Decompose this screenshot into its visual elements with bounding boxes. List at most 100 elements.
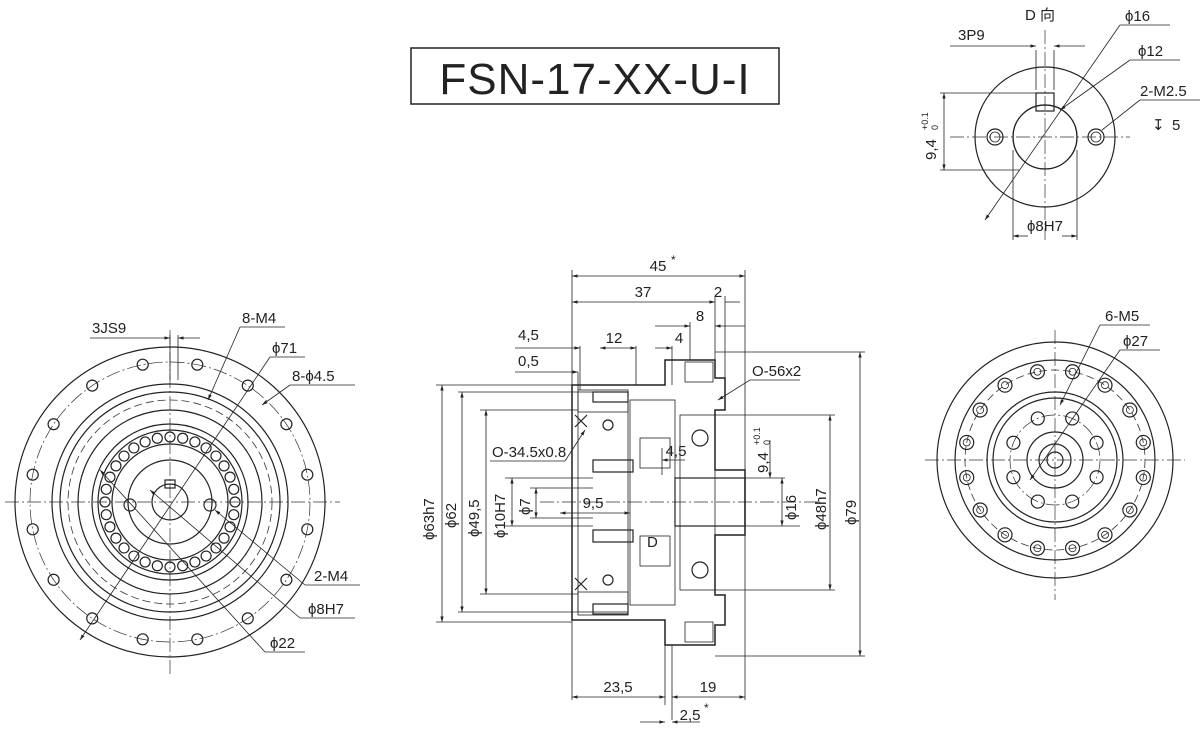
bolt-hole-inner: [1139, 438, 1148, 447]
section-key-height: 9,4: [755, 452, 772, 473]
bearing-ball: [224, 521, 236, 533]
bearing-ball: [228, 509, 240, 521]
bolt-hole: [1029, 540, 1046, 556]
bolt-hole-inner: [1125, 506, 1134, 514]
view-d-d16-label: ϕ16: [1125, 8, 1150, 25]
bolt-hole: [1135, 434, 1151, 451]
mounting-hole: [86, 379, 99, 392]
mounting-hole: [136, 633, 149, 646]
bearing-ball: [104, 471, 116, 483]
section-key-tol-upper: +0.1: [752, 427, 762, 445]
section-d23-5-label: 23,5: [603, 679, 632, 696]
view-d-depth-label: 5: [1172, 117, 1180, 134]
bolt-hole: [1097, 377, 1113, 393]
left-view-mounting-holes: [26, 358, 314, 646]
bolt-hole-inner: [1033, 367, 1042, 376]
bearing-ball: [210, 450, 222, 462]
left-view-d22-label: ϕ22: [270, 635, 295, 652]
bolt-hole: [1097, 527, 1113, 543]
mounting-hole: [280, 418, 293, 431]
bolt-hole: [959, 434, 975, 451]
bolt-hole: [997, 527, 1013, 543]
bolt-hole: [1064, 540, 1081, 556]
bolt-hole-inner: [962, 438, 971, 447]
bearing-ball: [218, 460, 230, 472]
right-view-outer-bolts: [959, 364, 1151, 556]
section-d4-5-top-label: 4,5: [518, 327, 539, 344]
bearing-ball: [110, 460, 122, 472]
mounting-hole: [241, 379, 254, 392]
section-d8-label: 8: [696, 308, 704, 325]
mounting-hole: [47, 418, 60, 431]
section-d2-5-label: 2,5: [680, 707, 701, 724]
bolt-hole-inner: [1139, 473, 1148, 482]
inner-hole: [1006, 435, 1021, 450]
bearing-ball: [177, 432, 189, 444]
inner-hole: [1006, 470, 1021, 485]
bearing-ball: [151, 560, 163, 572]
bolt-hole: [997, 377, 1013, 393]
mounting-hole: [301, 468, 314, 481]
bearing-ball: [99, 496, 111, 508]
right-view-m5-label: 6-M5: [1105, 308, 1139, 325]
bolt-hole: [1029, 364, 1046, 380]
section-d48-label: ϕ48h7: [813, 488, 830, 530]
bearing-ball: [139, 556, 151, 568]
bolt-hole: [1122, 502, 1138, 518]
view-d-thread-label: 2-M2.5: [1140, 83, 1187, 100]
inner-hole: [1030, 494, 1045, 509]
section-d45-label: 45: [650, 258, 667, 275]
bearing-ball: [151, 432, 163, 444]
section-d62-label: ϕ62: [443, 503, 460, 528]
inner-hole: [1089, 435, 1104, 450]
left-view-m4-2-label: 2-M4: [314, 568, 348, 585]
bearing-ball: [118, 450, 130, 462]
mounting-hole: [136, 358, 149, 371]
left-view-bore-label: ϕ8H7: [308, 601, 344, 618]
bearing-ball: [118, 542, 130, 554]
section-d37-label: 37: [635, 284, 652, 301]
bearing-ball: [139, 436, 151, 448]
section-view-marker: D: [647, 534, 658, 551]
mounting-hole: [280, 573, 293, 586]
section-d4-label: 4: [675, 330, 683, 347]
bearing-ball: [210, 542, 222, 554]
mounting-hole: [241, 612, 254, 625]
section-d9-5-label: 9,5: [583, 495, 604, 512]
title-block: FSN-17-XX-U-I: [410, 47, 780, 105]
bolt-hole-inner: [1033, 544, 1042, 553]
view-d-label: D 向: [1025, 7, 1055, 24]
bearing-ball: [164, 431, 176, 443]
view-d-keyway-label: 3P9: [958, 27, 985, 44]
right-view-d27-label: ϕ27: [1123, 333, 1148, 350]
section-d63-label: ϕ63h7: [421, 498, 438, 540]
view-d-key-height: 9,4: [923, 139, 940, 160]
view-d-key-tol-upper: +0.1: [920, 112, 930, 130]
left-view-bearing-balls: [99, 431, 241, 573]
bolt-hole: [972, 502, 988, 518]
bolt-hole: [1135, 469, 1151, 486]
bearing-ball: [189, 436, 201, 448]
right-view-inner-holes: [1006, 411, 1104, 509]
bolt-hole: [1122, 402, 1138, 418]
view-d: D 向 3: [920, 7, 1200, 240]
bolt-hole: [959, 469, 975, 486]
mounting-hole: [47, 573, 60, 586]
view-d-bore-label: ϕ8H7: [1027, 218, 1063, 235]
bolt-hole: [1064, 364, 1081, 380]
bearing-ball: [224, 471, 236, 483]
bolt-hole: [972, 402, 988, 418]
section-d12-label: 12: [606, 330, 623, 347]
section-d2-label: 2: [714, 284, 722, 301]
left-view-holes-label: 8-ϕ4.5: [292, 368, 335, 385]
section-d19-label: 19: [700, 679, 717, 696]
section-d7-label: ϕ7: [517, 498, 534, 515]
bolt-hole-inner: [976, 506, 985, 514]
bearing-ball: [200, 550, 212, 562]
bearing-ball: [100, 483, 112, 495]
bolt-hole-inner: [1068, 544, 1077, 553]
view-d-key-tol-lower: 0: [930, 125, 940, 130]
inner-hole: [1030, 411, 1045, 426]
section-d4-5-mid-label: 4,5: [666, 443, 687, 460]
